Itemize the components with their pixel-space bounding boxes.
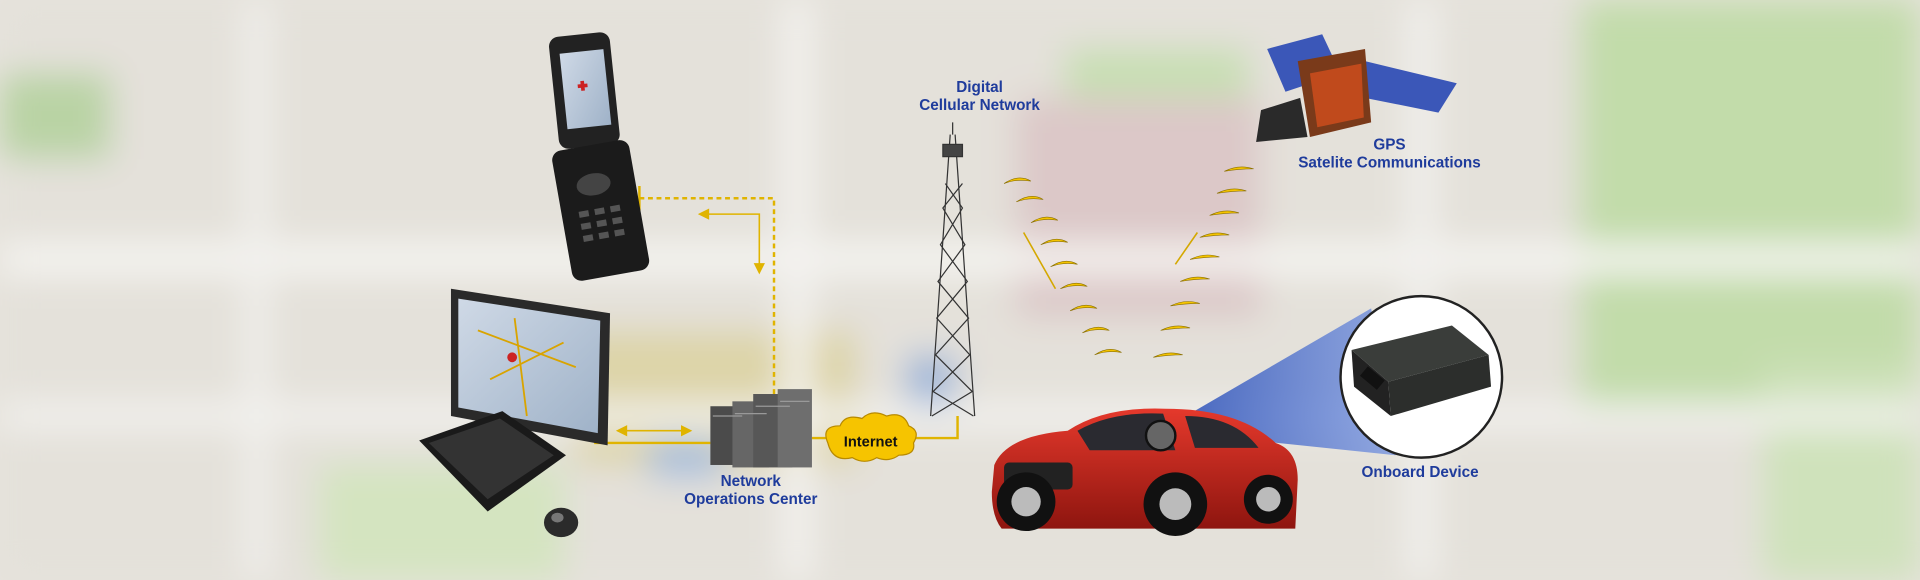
red-car bbox=[991, 408, 1298, 536]
onboard-device-magnifier bbox=[1339, 294, 1504, 459]
network-operations-center-servers bbox=[710, 389, 812, 468]
cell-tower bbox=[930, 122, 976, 417]
mobile-phone bbox=[549, 32, 650, 281]
cellular-label-line2: Cellular Network bbox=[919, 97, 1040, 114]
gps-label-line2: Satelite Communications bbox=[1298, 155, 1481, 172]
gps-satellite bbox=[1256, 34, 1457, 142]
cellular-label-line1: Digital bbox=[956, 79, 1003, 96]
cellular-signal-waves bbox=[1003, 177, 1122, 356]
link-computer-noc bbox=[594, 416, 959, 445]
noc-label-line2: Operations Center bbox=[684, 491, 817, 508]
gps-label-line1: GPS bbox=[1373, 136, 1405, 153]
onboard-device-label: Onboard Device bbox=[1361, 464, 1478, 481]
noc-label-line1: Network bbox=[721, 473, 782, 490]
gps-signal-waves bbox=[1153, 166, 1254, 358]
desktop-computer bbox=[419, 288, 611, 538]
internet-label: Internet bbox=[844, 435, 898, 451]
internet-cloud bbox=[825, 412, 917, 462]
